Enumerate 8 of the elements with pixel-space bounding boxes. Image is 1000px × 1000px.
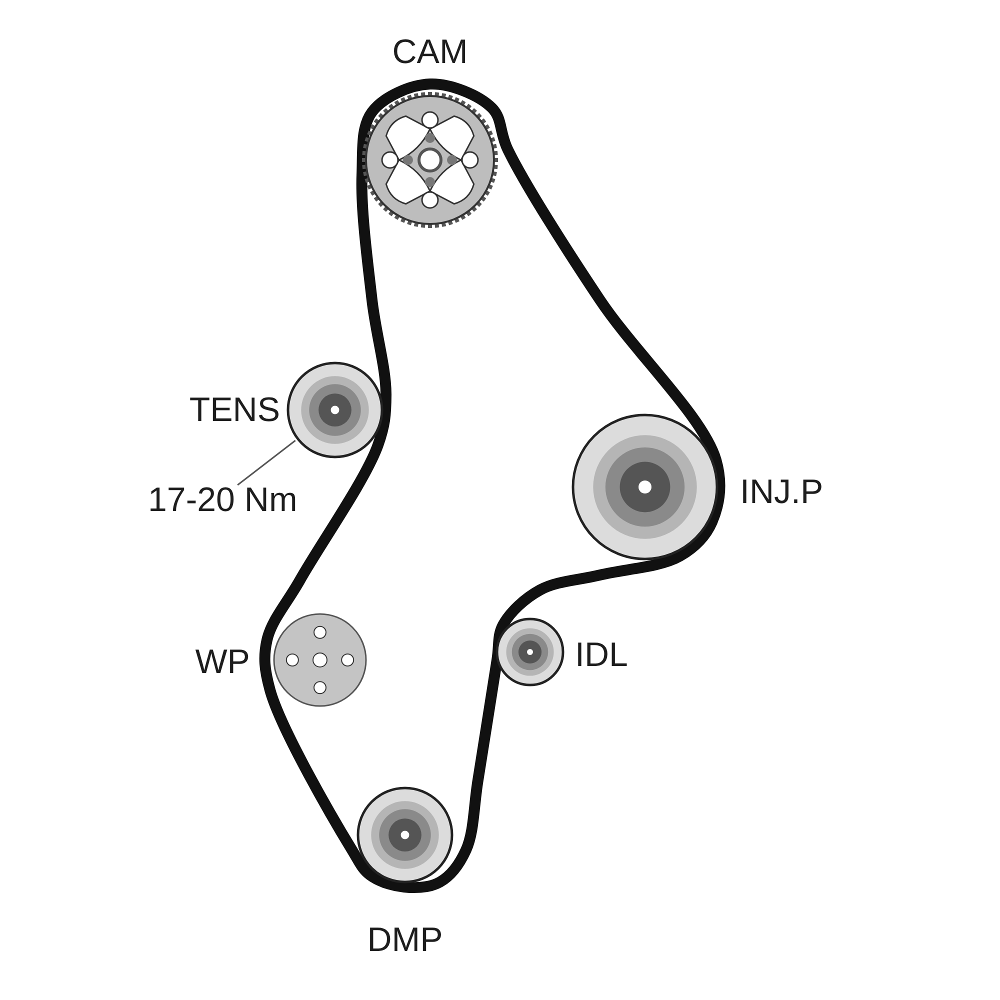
pulley-label: INJ.P [740,475,824,509]
pulley-label: DMP [367,923,443,957]
pulley-label: IDL [575,638,628,672]
torque-value: 17-20 Nm [148,483,298,517]
pulley-label: CAM [392,35,468,69]
pulley-label: TENS [189,393,280,427]
leader-line [237,440,296,486]
pulley-label: WP [195,645,250,679]
